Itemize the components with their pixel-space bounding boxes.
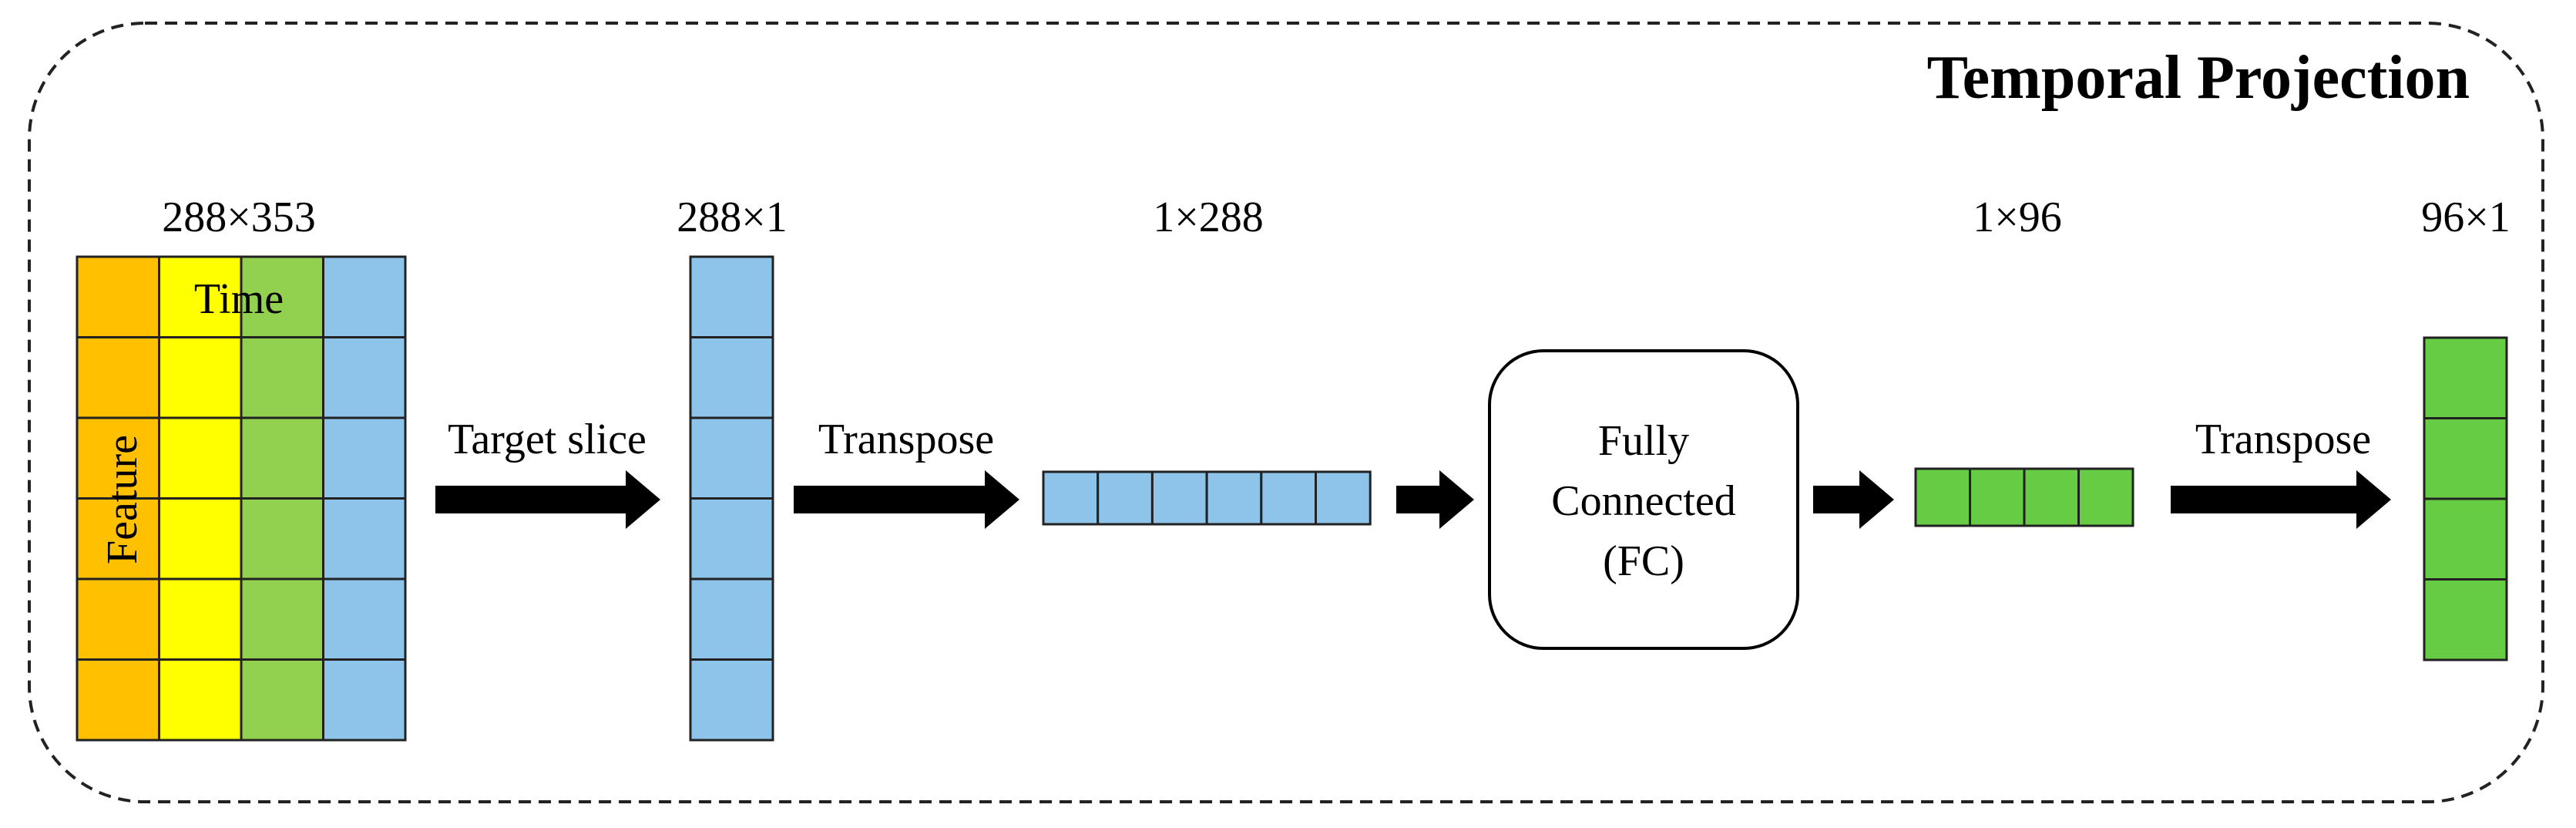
output-row <box>1914 467 2134 527</box>
matrix-cell <box>322 497 407 581</box>
matrix-cell <box>76 336 160 419</box>
diagram-title: Temporal Projection <box>1927 44 2470 112</box>
row-vector-cell <box>1042 470 1100 526</box>
output-col-cell <box>2423 578 2508 661</box>
arrow-transpose-1 <box>794 470 1019 529</box>
fc-line-3: (FC) <box>1603 537 1684 585</box>
row-vector-dims: 1×288 <box>1153 194 1264 241</box>
row-vector-cell <box>1315 470 1372 526</box>
matrix-cell <box>76 255 160 338</box>
row-vector-cell <box>1150 470 1208 526</box>
matrix-cell <box>76 658 160 742</box>
arrow-to-fc <box>1396 470 1474 529</box>
row-vector-cell <box>1097 470 1154 526</box>
row-vector <box>1042 470 1372 526</box>
output-col-cell <box>2423 497 2508 581</box>
output-col <box>2423 336 2508 661</box>
row-vector-cell <box>1205 470 1263 526</box>
slice-cell <box>689 336 774 419</box>
input-matrix-dims: 288×353 <box>162 194 316 241</box>
matrix-cell <box>240 336 324 419</box>
slice-cell <box>689 416 774 500</box>
matrix-cell <box>240 416 324 500</box>
matrix-cell <box>76 577 160 661</box>
matrix-cell <box>158 658 243 742</box>
arrow-transpose-2 <box>2171 470 2391 529</box>
dashed-frame <box>28 22 2544 803</box>
matrix-cell <box>158 416 243 500</box>
matrix-cell <box>240 658 324 742</box>
slice-cell <box>689 497 774 581</box>
output-col-cell <box>2423 336 2508 419</box>
output-row-dims: 1×96 <box>1973 194 2062 241</box>
fc-line-1: Fully <box>1598 417 1689 465</box>
output-row-cell <box>1914 467 1971 527</box>
time-label: Time <box>194 275 284 323</box>
output-row-cell <box>2077 467 2134 527</box>
matrix-cell <box>322 658 407 742</box>
output-row-cell <box>1969 467 2026 527</box>
matrix-cell <box>240 577 324 661</box>
arrow-target-slice <box>435 470 660 529</box>
slice-cell <box>689 577 774 661</box>
slice-cell <box>689 255 774 338</box>
slice-column <box>689 255 774 742</box>
matrix-cell <box>322 416 407 500</box>
matrix-cell <box>322 577 407 661</box>
matrix-cell <box>158 497 243 581</box>
input-matrix <box>76 255 407 742</box>
transpose-label-1: Transpose <box>818 416 994 463</box>
matrix-cell <box>322 336 407 419</box>
matrix-cell <box>240 497 324 581</box>
matrix-cell <box>240 255 324 338</box>
matrix-cell <box>158 336 243 419</box>
row-vector-cell <box>1260 470 1318 526</box>
output-col-dims: 96×1 <box>2421 194 2511 241</box>
matrix-cell <box>322 255 407 338</box>
matrix-cell <box>158 577 243 661</box>
output-col-cell <box>2423 417 2508 500</box>
output-row-cell <box>2023 467 2080 527</box>
slice-cell <box>689 658 774 742</box>
fc-line-2: Connected <box>1551 477 1735 525</box>
arrow-from-fc <box>1813 470 1894 529</box>
fc-block <box>1488 349 1799 650</box>
target-slice-label: Target slice <box>448 416 647 463</box>
transpose-label-2: Transpose <box>2195 416 2371 463</box>
slice-dims: 288×1 <box>677 194 788 241</box>
feature-label: Feature <box>99 435 146 564</box>
